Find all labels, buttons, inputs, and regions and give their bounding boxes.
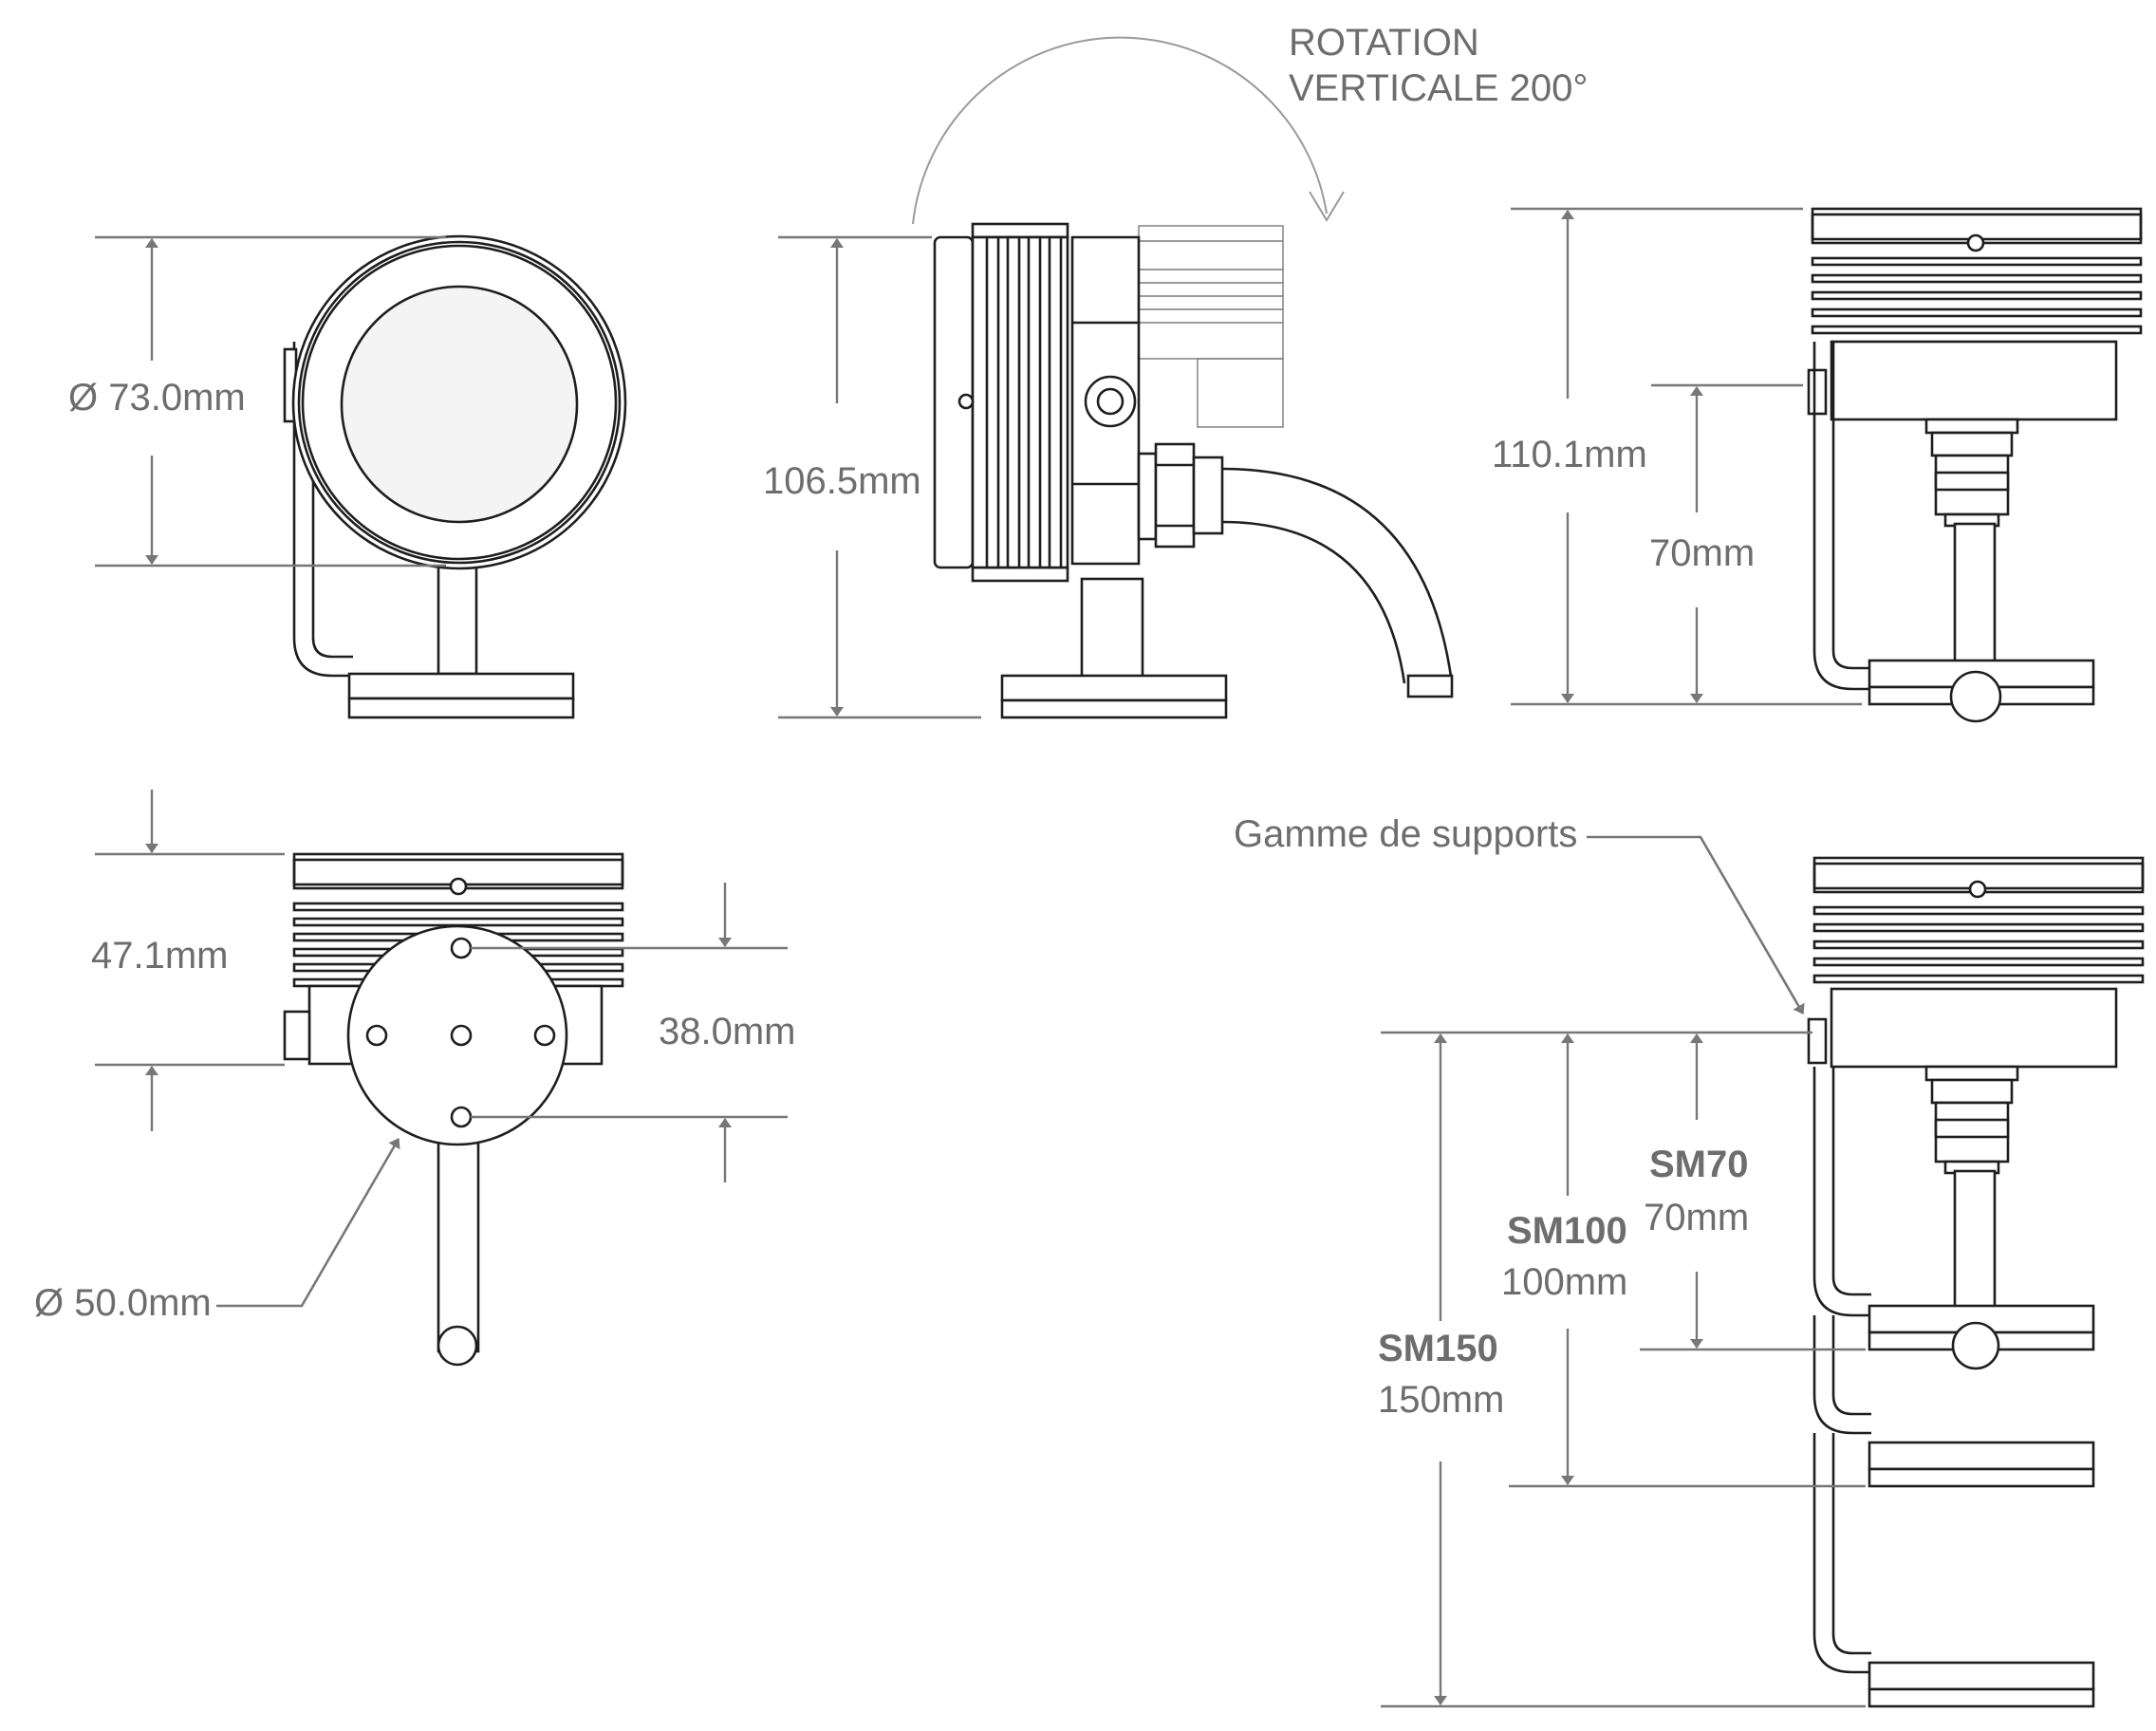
rear-view: [1807, 207, 2143, 723]
labels: ROTATION VERTICALE 200° Ø 73.0mm 106.5mm…: [34, 22, 1755, 1421]
side-view: [912, 36, 1454, 719]
base-diameter-label: Ø 50.0mm: [34, 1282, 212, 1324]
front-diameter-label: Ø 73.0mm: [68, 377, 246, 419]
sm150-height-label: 150mm: [1378, 1379, 1504, 1421]
dimension-lines: [95, 207, 1866, 1708]
rotation-label-line1: ROTATION: [1289, 22, 1479, 64]
sm70-name-label: SM70: [1649, 1144, 1749, 1185]
bottom-view: [283, 852, 624, 1367]
rear-height-label: 110.1mm: [1492, 434, 1647, 475]
bracket-range-label: Gamme de supports: [1234, 813, 1577, 855]
front-view: [283, 234, 627, 719]
side-height-label: 106.5mm: [763, 460, 921, 502]
sm100-name-label: SM100: [1507, 1210, 1627, 1252]
rotation-label-line2: VERTICALE 200°: [1289, 67, 1588, 109]
sm70-height-label: 70mm: [1644, 1197, 1749, 1238]
bottom-depth-label: 47.1mm: [91, 935, 229, 977]
bracket-range-view: [1807, 856, 2145, 1708]
sm150-name-label: SM150: [1378, 1328, 1498, 1369]
rear-mount-height-label: 70mm: [1649, 532, 1755, 574]
bottom-hole-spacing-label: 38.0mm: [659, 1011, 796, 1052]
sm100-height-label: 100mm: [1501, 1261, 1627, 1303]
